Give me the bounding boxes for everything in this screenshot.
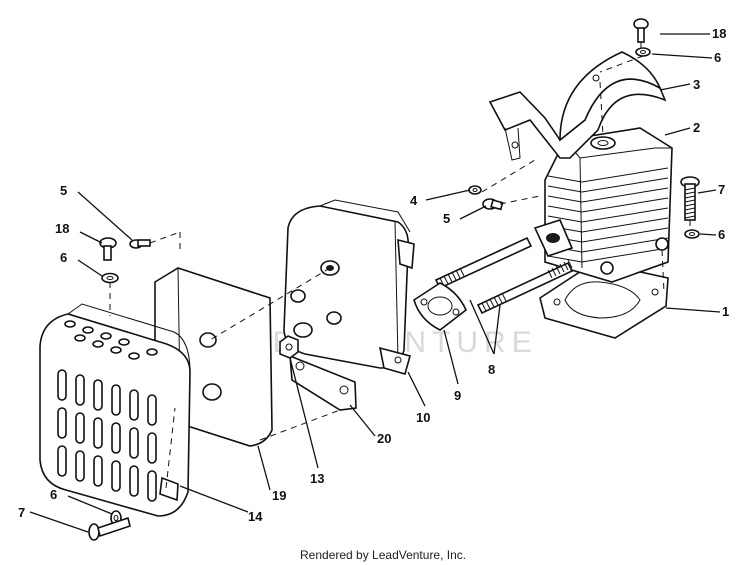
callout-8: 8	[488, 362, 495, 377]
callout-6: 6	[714, 50, 721, 65]
nut	[279, 335, 299, 359]
muffler-body	[283, 199, 415, 375]
callout-18: 18	[712, 26, 726, 41]
washer-6-top	[635, 47, 651, 57]
exhaust-gasket	[413, 282, 467, 331]
bolt-7-bottom	[88, 516, 131, 541]
callout-10: 10	[416, 410, 430, 425]
callout-5: 5	[443, 211, 450, 226]
cylinder-shroud	[488, 51, 667, 161]
screw-5-right	[482, 198, 504, 211]
callout-labels: 18 6 3 2 4 5 7 6 1 5 18 6 8 9 10 20 13 1…	[18, 26, 729, 524]
washer-4	[468, 185, 482, 195]
callout-6: 6	[50, 487, 57, 502]
callout-3: 3	[693, 77, 700, 92]
callout-9: 9	[454, 388, 461, 403]
callout-6: 6	[718, 227, 725, 242]
callout-20: 20	[377, 431, 391, 446]
callout-19: 19	[272, 488, 286, 503]
callout-7: 7	[18, 505, 25, 520]
callout-6: 6	[60, 250, 67, 265]
callout-1: 1	[722, 304, 729, 319]
callout-18: 18	[55, 221, 69, 236]
washer-6-left	[101, 272, 119, 284]
callout-13: 13	[310, 471, 324, 486]
callout-14: 14	[248, 509, 263, 524]
leader-lines	[29, 33, 721, 533]
screw-18-left	[99, 237, 117, 261]
callout-7: 7	[718, 182, 725, 197]
footer-credit: Rendered by LeadVenture, Inc.	[300, 548, 466, 562]
screw-5-left	[129, 239, 151, 249]
screw-18-top	[633, 18, 649, 43]
callout-5: 5	[60, 183, 67, 198]
bolt-7-right	[680, 176, 700, 221]
muffler-cover	[39, 303, 191, 517]
washer-6-right	[684, 229, 700, 239]
callout-4: 4	[410, 193, 418, 208]
callout-2: 2	[693, 120, 700, 135]
bracket	[289, 354, 357, 411]
